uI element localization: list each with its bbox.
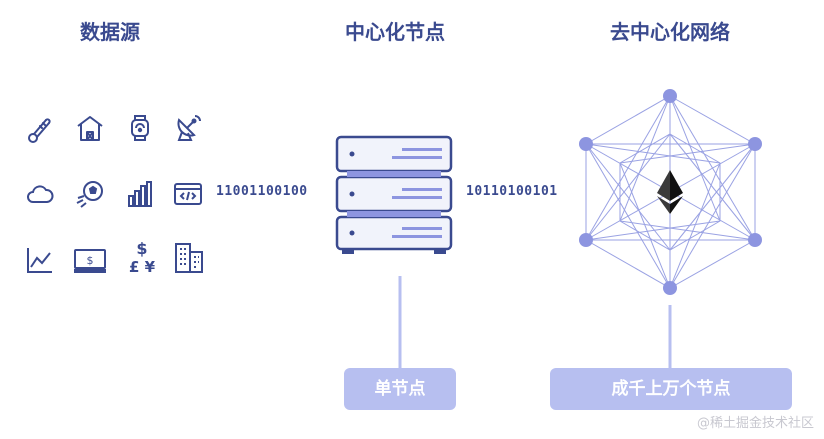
- smartwatch-icon: [131, 115, 149, 141]
- network-node: [579, 137, 593, 151]
- network-node: [663, 89, 677, 103]
- central-node-heading: 中心化节点: [345, 20, 445, 44]
- cloud-icon: [27, 185, 54, 203]
- server-stack-icon: [335, 135, 453, 254]
- banknote-icon: $: [74, 249, 106, 273]
- watermark-text: @稀土掘金技术社区: [696, 416, 814, 431]
- bitstream-input: 11001100100: [216, 184, 308, 199]
- thermometer-icon: [28, 118, 51, 143]
- many-nodes-label: 成千上万个节点: [550, 368, 792, 410]
- decentralized-network-heading: 去中心化网络: [610, 20, 730, 44]
- soccer-ball-icon: [76, 181, 103, 208]
- network-node: [748, 233, 762, 247]
- single-node-label: 单节点: [344, 368, 456, 410]
- network-node: [579, 233, 593, 247]
- code-window-icon: [174, 183, 202, 205]
- currency-icon: $ £ ¥: [124, 240, 160, 280]
- ethereum-icon: [657, 170, 683, 214]
- network-nodes: [579, 89, 762, 295]
- bar-chart-icon: [128, 181, 152, 207]
- data-source-heading: 数据源: [80, 20, 140, 44]
- network-node: [663, 281, 677, 295]
- bitstream-output: 10110100101: [466, 184, 558, 199]
- line-chart-icon: [27, 248, 52, 273]
- svg-text:$: $: [87, 254, 94, 267]
- barn-icon: [77, 116, 103, 141]
- currency-dollar-symbol: $: [136, 239, 148, 258]
- currency-pound-yen-symbol: £ ¥: [128, 258, 156, 276]
- building-icon: [175, 243, 203, 273]
- network-node: [748, 137, 762, 151]
- satellite-dish-icon: [177, 115, 201, 141]
